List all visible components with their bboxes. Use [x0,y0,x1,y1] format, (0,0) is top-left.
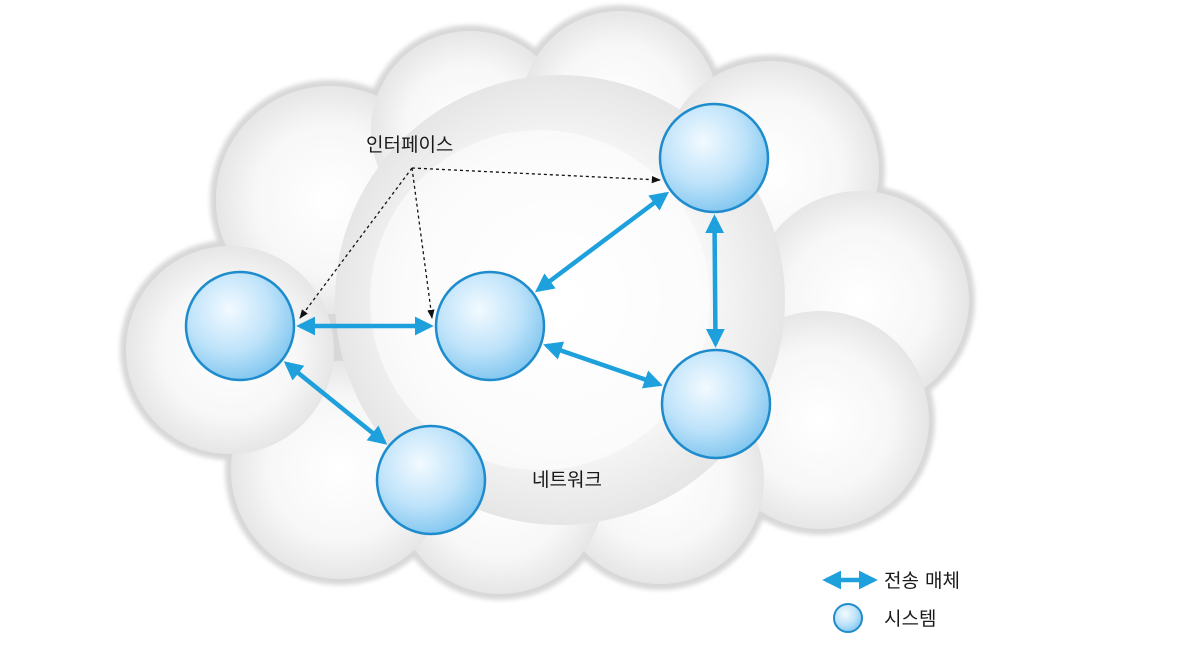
legend-medium-label: 전송 매체 [884,570,960,592]
system-node-left [184,270,296,382]
link-node-center-node-bottom-right [543,341,663,389]
legend-system-icon [833,603,863,633]
link-node-center-node-top-right [534,191,670,293]
interface-pointer-node-top-right [411,167,661,184]
system-node-center [434,270,546,382]
system-node-top-right [658,102,770,214]
system-node-bottom [375,424,487,536]
interface-pointer-node-center [411,167,435,319]
transmission-links [283,191,725,445]
system-nodes [184,102,772,536]
link-node-left-node-bottom [283,361,388,445]
interface-pointer-node-left [299,167,413,319]
legend: 전송 매체 시스템 [822,570,960,633]
link-node-top-right-node-bottom-right [705,214,725,348]
interface-pointers [299,167,661,319]
interface-label: 인터페이스 [366,134,453,156]
network-label: 네트워크 [532,469,602,491]
legend-system-label: 시스템 [884,608,936,630]
system-node-bottom-right [660,348,772,460]
